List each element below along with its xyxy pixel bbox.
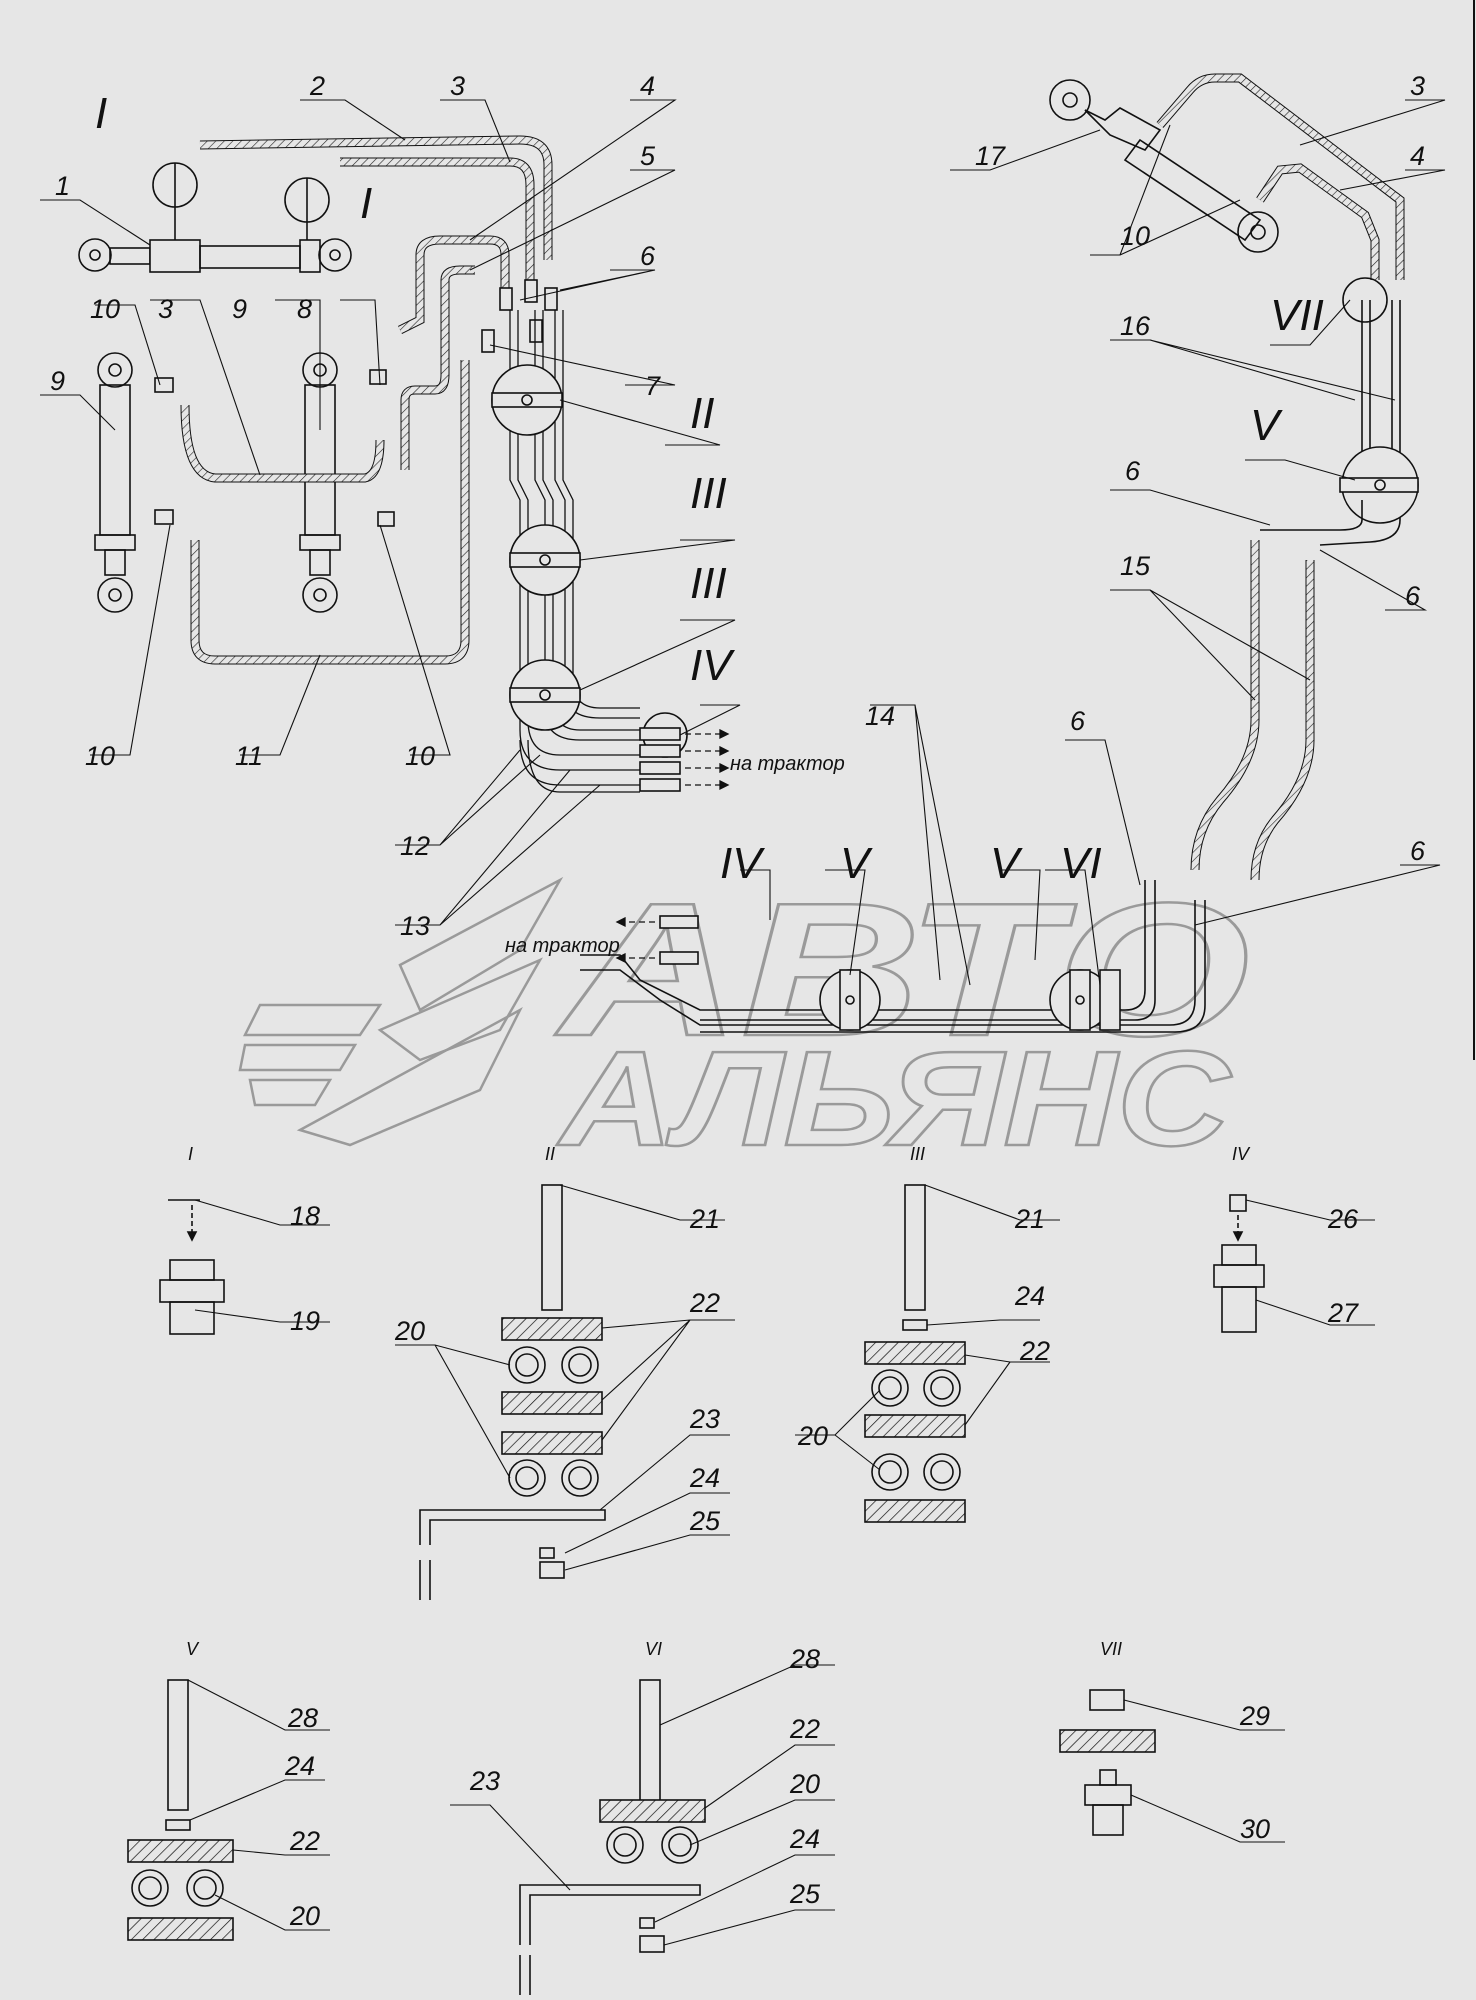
detail-view-vii <box>1059 1689 1156 1836</box>
view-mark-iv-a: IV <box>690 641 735 690</box>
part-4-a: 4 <box>640 71 655 101</box>
detail-title-i: I <box>188 1144 193 1164</box>
part-6-b: 6 <box>1125 456 1141 486</box>
view-mark-iii-b: III <box>690 559 727 608</box>
part-5: 5 <box>640 141 656 171</box>
part-10-d: 10 <box>1120 221 1150 251</box>
part-9-a: 9 <box>50 366 65 396</box>
view-mark-iv-b: IV <box>720 839 765 888</box>
part-1: 1 <box>55 171 70 201</box>
cylinder-vertical-left <box>94 352 136 613</box>
left-assembly <box>78 135 730 793</box>
part-24-d: 24 <box>789 1824 820 1854</box>
view-mark-ii: II <box>690 389 714 438</box>
part-3-b: 3 <box>158 294 173 324</box>
view-mark-iii-a: III <box>690 469 727 518</box>
leader-lines <box>40 99 1446 1946</box>
part-23-a: 23 <box>689 1404 720 1434</box>
part-10-a: 10 <box>90 294 120 324</box>
view-mark-i-b: I <box>360 179 372 228</box>
watermark-line-2: АЛЬЯНС <box>557 1023 1233 1174</box>
hose-4 <box>397 235 510 335</box>
view-mark-vii: VII <box>1270 291 1324 340</box>
to-tractor-label-a: на трактор <box>730 753 845 775</box>
cylinder-horizontal <box>78 238 352 273</box>
part-6-a: 6 <box>640 241 656 271</box>
detail-title-vii: VII <box>1100 1639 1122 1659</box>
detail-view-ii <box>419 1184 606 1600</box>
watermark-logo: АВТО АЛЬЯНС <box>238 863 1251 1175</box>
part-22-a: 22 <box>689 1288 720 1318</box>
detail-view-iv <box>1213 1194 1265 1333</box>
view-mark-v-a: V <box>840 839 873 888</box>
part-21-a: 21 <box>689 1204 720 1234</box>
part-24-a: 24 <box>689 1463 720 1493</box>
view-mark-v-b: V <box>990 839 1023 888</box>
part-6-c: 6 <box>1405 581 1421 611</box>
part-29: 29 <box>1239 1701 1270 1731</box>
part-21-b: 21 <box>1014 1204 1045 1234</box>
part-13: 13 <box>400 911 430 941</box>
part-22-c: 22 <box>289 1826 320 1856</box>
part-2: 2 <box>309 71 325 101</box>
detail-view-iii <box>864 1184 966 1523</box>
view-mark-vi: VI <box>1060 839 1102 888</box>
part-27: 27 <box>1327 1298 1359 1328</box>
detail-circle-vii <box>1342 277 1388 323</box>
labels: I I II III III IV IV V V VI V VII на тра… <box>50 71 1426 1931</box>
detail-title-v: V <box>186 1639 200 1659</box>
part-20-c: 20 <box>289 1901 320 1931</box>
hose-3-bottom <box>180 404 385 483</box>
view-mark-v-c: V <box>1250 401 1283 450</box>
detail-view-i <box>159 1199 225 1335</box>
part-10-b: 10 <box>85 741 115 771</box>
part-28-a: 28 <box>287 1703 318 1733</box>
part-18: 18 <box>290 1201 320 1231</box>
part-3-a: 3 <box>450 71 465 101</box>
part-16: 16 <box>1120 311 1151 341</box>
part-23-b: 23 <box>469 1766 500 1796</box>
part-7: 7 <box>645 371 661 401</box>
part-20-d: 20 <box>789 1769 820 1799</box>
part-26: 26 <box>1327 1204 1359 1234</box>
part-17: 17 <box>975 141 1006 171</box>
part-19: 19 <box>290 1306 320 1336</box>
watermark-line-1: АВТО <box>555 864 1250 1076</box>
detail-title-vi: VI <box>645 1639 662 1659</box>
part-8: 8 <box>297 294 312 324</box>
part-22-d: 22 <box>789 1714 820 1744</box>
part-25-a: 25 <box>689 1506 721 1536</box>
part-9-b: 9 <box>232 294 247 324</box>
detail-title-ii: II <box>545 1144 555 1164</box>
part-3-c: 3 <box>1410 71 1425 101</box>
part-20-b: 20 <box>797 1421 828 1451</box>
part-10-c: 10 <box>405 741 435 771</box>
part-14: 14 <box>865 701 895 731</box>
part-15: 15 <box>1120 551 1151 581</box>
part-28-b: 28 <box>789 1644 820 1674</box>
watermark-wings-icon <box>238 876 564 1147</box>
arrow-to-tractor-icon <box>685 728 730 791</box>
part-11: 11 <box>235 741 263 771</box>
to-tractor-label-b: на трактор <box>505 935 620 957</box>
part-12: 12 <box>400 831 430 861</box>
right-assembly <box>580 73 1419 1033</box>
detail-view-vi <box>519 1679 706 1995</box>
part-20-a: 20 <box>394 1316 425 1346</box>
part-30: 30 <box>1240 1814 1270 1844</box>
detail-views <box>127 1184 1265 1995</box>
part-24-c: 24 <box>284 1751 315 1781</box>
detail-title-iv: IV <box>1232 1144 1251 1164</box>
part-22-b: 22 <box>1019 1336 1050 1366</box>
part-6-d: 6 <box>1070 706 1086 736</box>
part-25-b: 25 <box>789 1879 821 1909</box>
view-mark-i-a: I <box>95 89 107 138</box>
detail-title-iii: III <box>910 1144 925 1164</box>
part-6-e: 6 <box>1410 836 1426 866</box>
part-24-b: 24 <box>1014 1281 1045 1311</box>
part-4-b: 4 <box>1410 141 1425 171</box>
detail-view-v <box>127 1679 234 1941</box>
